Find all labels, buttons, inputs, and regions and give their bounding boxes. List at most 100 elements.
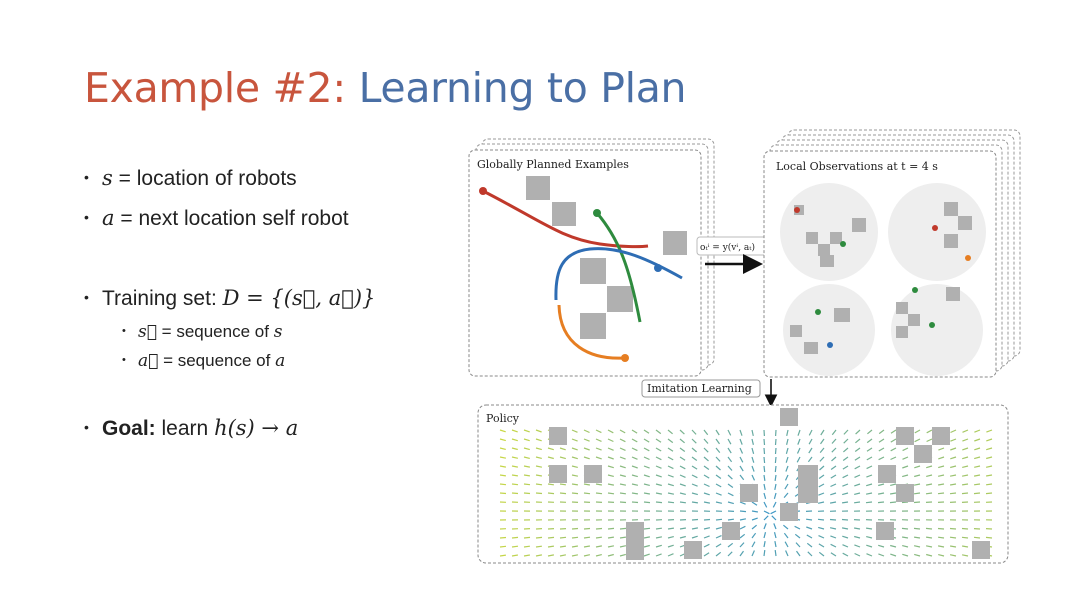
field-vector [854, 447, 861, 452]
field-vector [607, 456, 614, 460]
field-vector [559, 554, 567, 557]
field-vector [499, 456, 507, 459]
field-vector [866, 474, 873, 478]
field-vector [607, 492, 615, 495]
field-vector [619, 545, 627, 548]
field-vector [914, 474, 921, 478]
field-vector [523, 465, 531, 468]
field-vector [937, 527, 945, 530]
field-vector [583, 492, 591, 495]
field-vector [727, 518, 734, 521]
field-vector [595, 492, 603, 495]
field-vector [727, 551, 733, 557]
field-vector [785, 465, 789, 472]
field-vector [937, 545, 945, 548]
field-vector [763, 456, 766, 464]
field-vector [914, 429, 921, 434]
field-vector [818, 526, 825, 530]
field-vector [950, 438, 957, 442]
field-vector [643, 447, 650, 452]
field-vector [830, 535, 837, 539]
field-vector [914, 536, 921, 539]
field-vector [499, 536, 507, 539]
field-vector [619, 438, 626, 443]
fov-1 [780, 183, 878, 281]
field-vector [535, 438, 542, 442]
field-vector [774, 465, 777, 473]
field-vector [715, 483, 722, 488]
field-vector [595, 456, 602, 460]
field-vector [794, 533, 801, 539]
field-vector [751, 517, 758, 521]
field-vector [643, 553, 650, 557]
field-vector [890, 429, 897, 434]
field-vector [890, 483, 897, 486]
field-vector [831, 429, 837, 436]
field-vector [867, 429, 873, 435]
field-vector [667, 438, 674, 444]
field-vector [691, 518, 699, 521]
field-vector [547, 554, 555, 557]
field-vector [583, 447, 590, 451]
field-vector [974, 447, 981, 451]
field-vector [511, 438, 518, 442]
field-vector [703, 465, 710, 470]
field-vector [703, 438, 709, 444]
field-vector [783, 492, 789, 498]
field-vector [691, 429, 697, 435]
field-vector [667, 474, 674, 478]
var-a-vec: a⃗ [138, 351, 159, 371]
field-vector [535, 554, 543, 557]
field-vector [842, 552, 849, 557]
field-vector [962, 456, 969, 460]
field-vector [655, 544, 662, 548]
field-vector [619, 536, 626, 539]
field-vector [914, 492, 921, 495]
field-vector [595, 545, 603, 548]
field-vector [751, 524, 757, 530]
field-vector [643, 544, 650, 548]
field-vector [842, 456, 849, 461]
field-vector [808, 429, 813, 436]
field-vector [727, 474, 733, 480]
field-vector [631, 429, 638, 434]
field-vector [499, 447, 506, 450]
end-orange [621, 354, 629, 362]
field-vector [667, 429, 673, 435]
field-vector [643, 527, 651, 530]
goal-bold: Goal: [102, 417, 156, 440]
field-vector [817, 518, 825, 521]
field-vector [739, 510, 747, 513]
field-vector [631, 465, 638, 469]
field-vector [901, 536, 909, 539]
field-vector [535, 545, 542, 548]
local-panel-stack: Local Observations at t = 4 s [763, 129, 1021, 378]
field-vector [667, 456, 674, 461]
field-vector [607, 465, 614, 469]
field-vector [667, 483, 674, 487]
field-vector [559, 483, 566, 486]
field-vector [950, 447, 957, 451]
path-blue [554, 247, 683, 301]
field-vector [796, 550, 801, 557]
field-vector [938, 554, 945, 557]
field-vector [703, 543, 710, 548]
field-vector [595, 527, 603, 530]
field-vector [925, 527, 933, 530]
field-vector [926, 553, 933, 557]
field-vector [727, 429, 732, 436]
fov-2 [888, 183, 986, 281]
policy-obstacles [549, 408, 990, 560]
field-vector [703, 429, 709, 436]
field-vector [854, 544, 861, 548]
field-vector [763, 510, 770, 515]
field-vector [806, 534, 813, 539]
field-vector [511, 474, 518, 477]
field-vector [643, 465, 650, 469]
field-vector [974, 429, 981, 433]
field-vector [925, 545, 933, 548]
field-vector [703, 527, 711, 530]
field-vector [786, 438, 789, 445]
field-vector [511, 429, 518, 433]
field-vector [751, 438, 754, 445]
